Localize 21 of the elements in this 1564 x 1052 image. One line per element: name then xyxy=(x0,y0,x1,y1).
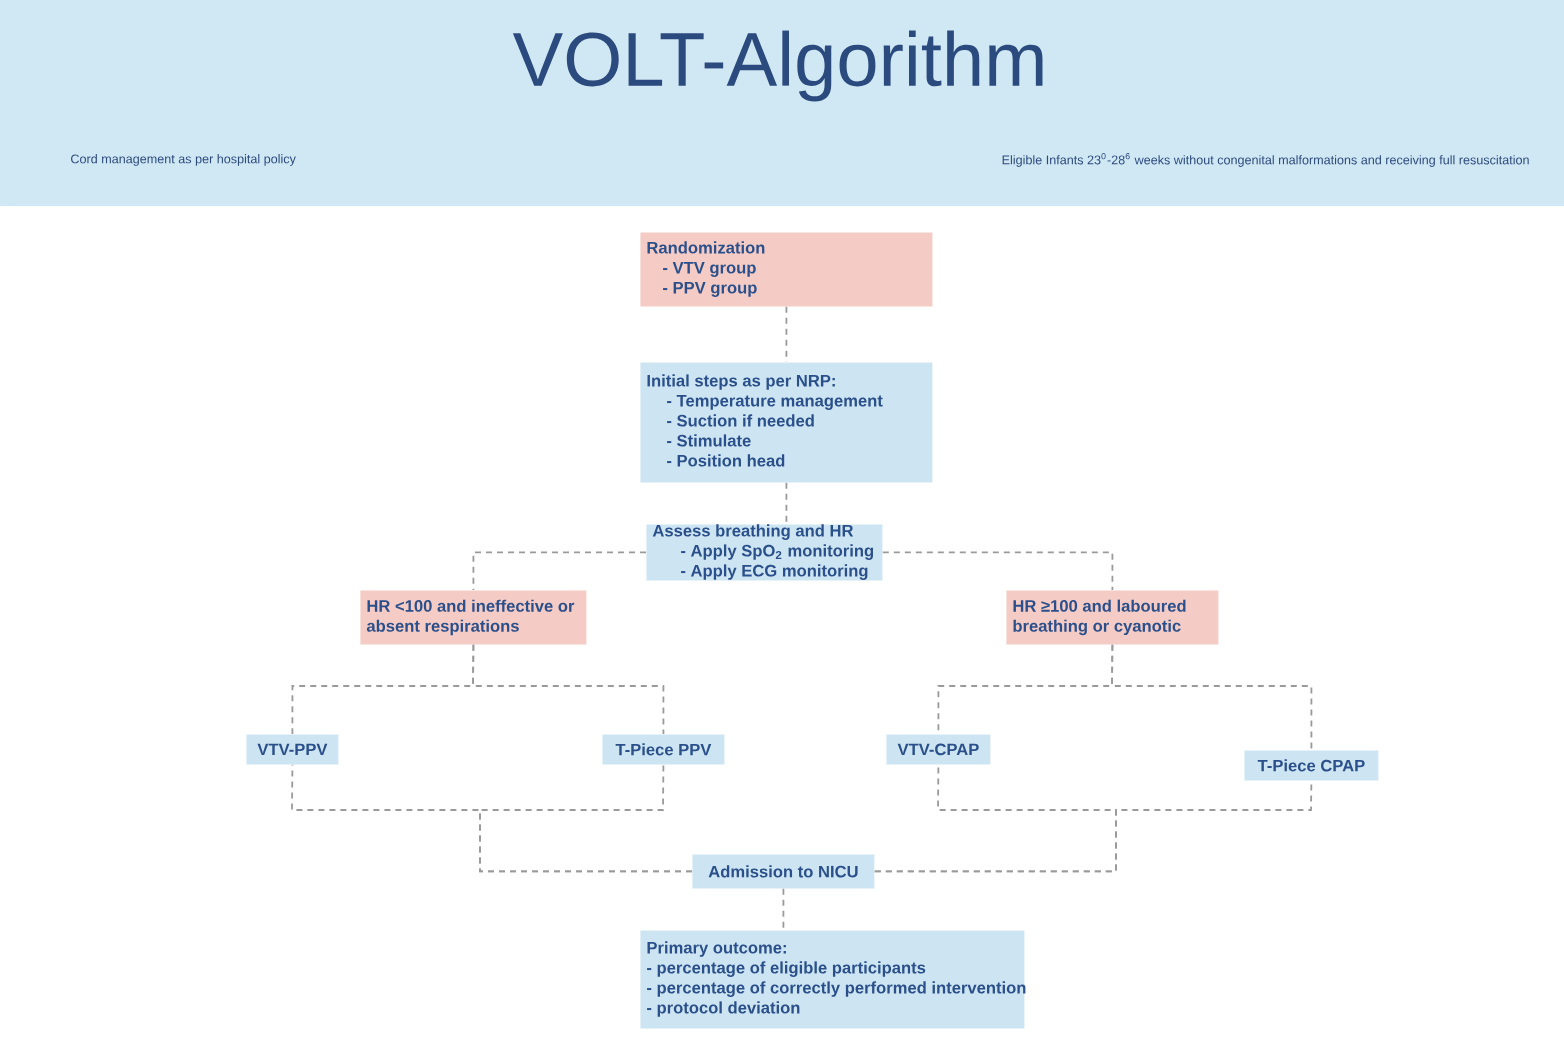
connector-line xyxy=(472,551,647,591)
process-box: HR <100 and ineffective or absent respirations xyxy=(360,590,587,645)
process-box: HR ≥100 and laboured breathing or cyanotic xyxy=(1006,590,1219,645)
process-box: T-Piece CPAP xyxy=(1244,750,1379,781)
process-box: VTV-CPAP xyxy=(886,734,991,765)
process-box: Randomization - VTV group - PPV group xyxy=(640,232,933,307)
process-box: Admission to NICU xyxy=(692,854,875,889)
connector-line xyxy=(881,551,1114,591)
process-box: Primary outcome: - percentage of eligible participants - percentage of correctly performed intervention - protocol deviation xyxy=(640,930,1026,1029)
connector-line xyxy=(785,305,788,363)
connector-line xyxy=(873,779,1313,873)
title: VOLT-Algorithm xyxy=(512,30,1043,102)
process-box: T-Piece PPV xyxy=(602,734,725,765)
connector-line xyxy=(785,481,788,525)
process-box: Assess breathing and HR - Apply SpO$_{2}$ monitoring - Apply ECG monitoring xyxy=(646,524,883,581)
connector-line xyxy=(1111,643,1313,751)
process-box: Initial steps as per NRP: - Temperature management - Suction if needed - Stimulate - Position head xyxy=(640,362,933,483)
process-box: VTV-PPV xyxy=(246,734,339,765)
connector-line xyxy=(472,643,665,735)
connector-line xyxy=(479,763,693,873)
connector-line xyxy=(782,887,785,931)
